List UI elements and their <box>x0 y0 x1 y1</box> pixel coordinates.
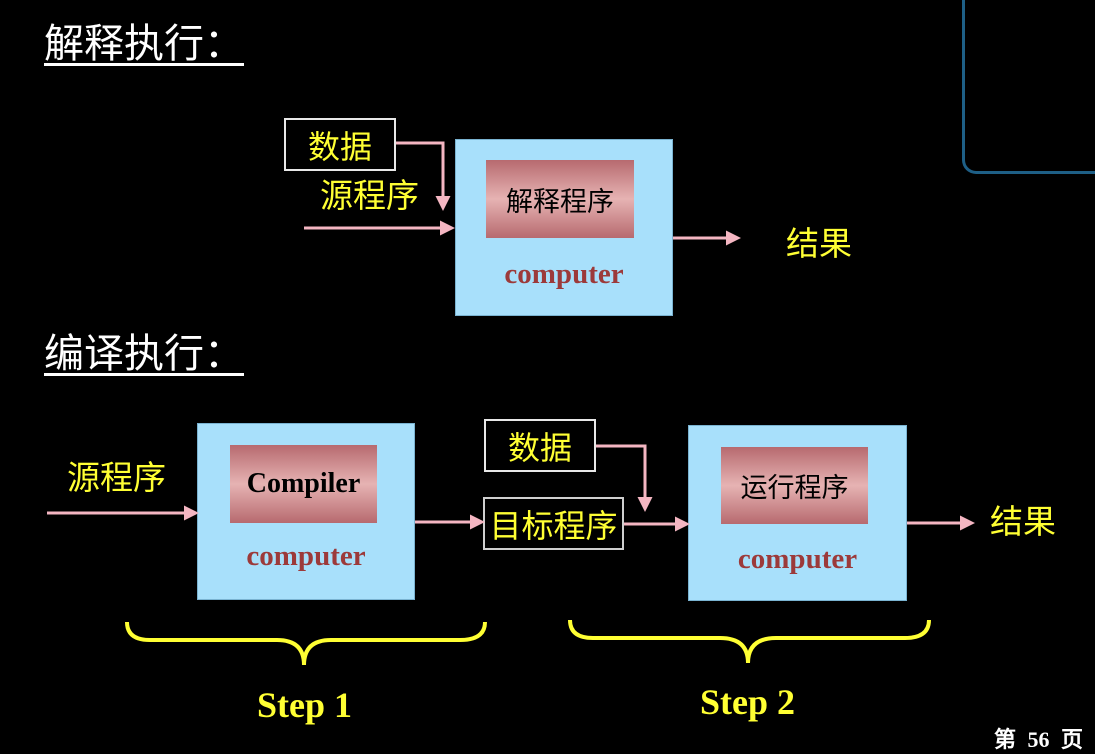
object-program-box: 目标程序 <box>483 497 624 550</box>
interpret-program-box: 解释程序 <box>486 160 634 238</box>
interpret-data-label: 数据 <box>307 127 372 166</box>
compiler-label: Compiler <box>246 468 361 499</box>
compile-result-label: 结果 <box>990 502 1056 541</box>
step2-label: Step 2 <box>700 682 796 722</box>
compile-source-label: 源程序 <box>67 458 166 497</box>
interpret-heading: 解释执行： <box>44 21 244 67</box>
compile-computer2-label: computer <box>737 543 858 575</box>
run-program-label: 运行程序 <box>740 473 849 504</box>
compile-data-box: 数据 <box>484 419 596 472</box>
corner-panel <box>962 0 1095 174</box>
step2-brace <box>568 619 931 664</box>
interpret-data-box: 数据 <box>284 118 396 171</box>
interpret-computer-label: computer <box>504 258 624 290</box>
compiler-box: Compiler <box>230 445 377 523</box>
interpret-computer: 解释程序 computer <box>455 139 673 316</box>
interpret-source-label: 源程序 <box>320 176 419 215</box>
compile-computer-step1: Compiler computer <box>197 423 415 600</box>
compile-data-arrow <box>596 444 653 512</box>
interpret-data-arrow <box>396 141 451 211</box>
interpret-result-label: 结果 <box>786 224 852 263</box>
interpret-program-label: 解释程序 <box>506 186 614 218</box>
compile-data-label: 数据 <box>507 428 572 467</box>
compile-computer-step2: 运行程序 computer <box>688 425 907 601</box>
object-program-label: 目标程序 <box>489 506 618 545</box>
run-program-box: 运行程序 <box>721 447 868 524</box>
step1-brace <box>125 621 487 666</box>
compile-computer1-label: computer <box>246 540 366 572</box>
compile-heading: 编译执行： <box>44 331 244 377</box>
step1-label: Step 1 <box>257 685 353 725</box>
